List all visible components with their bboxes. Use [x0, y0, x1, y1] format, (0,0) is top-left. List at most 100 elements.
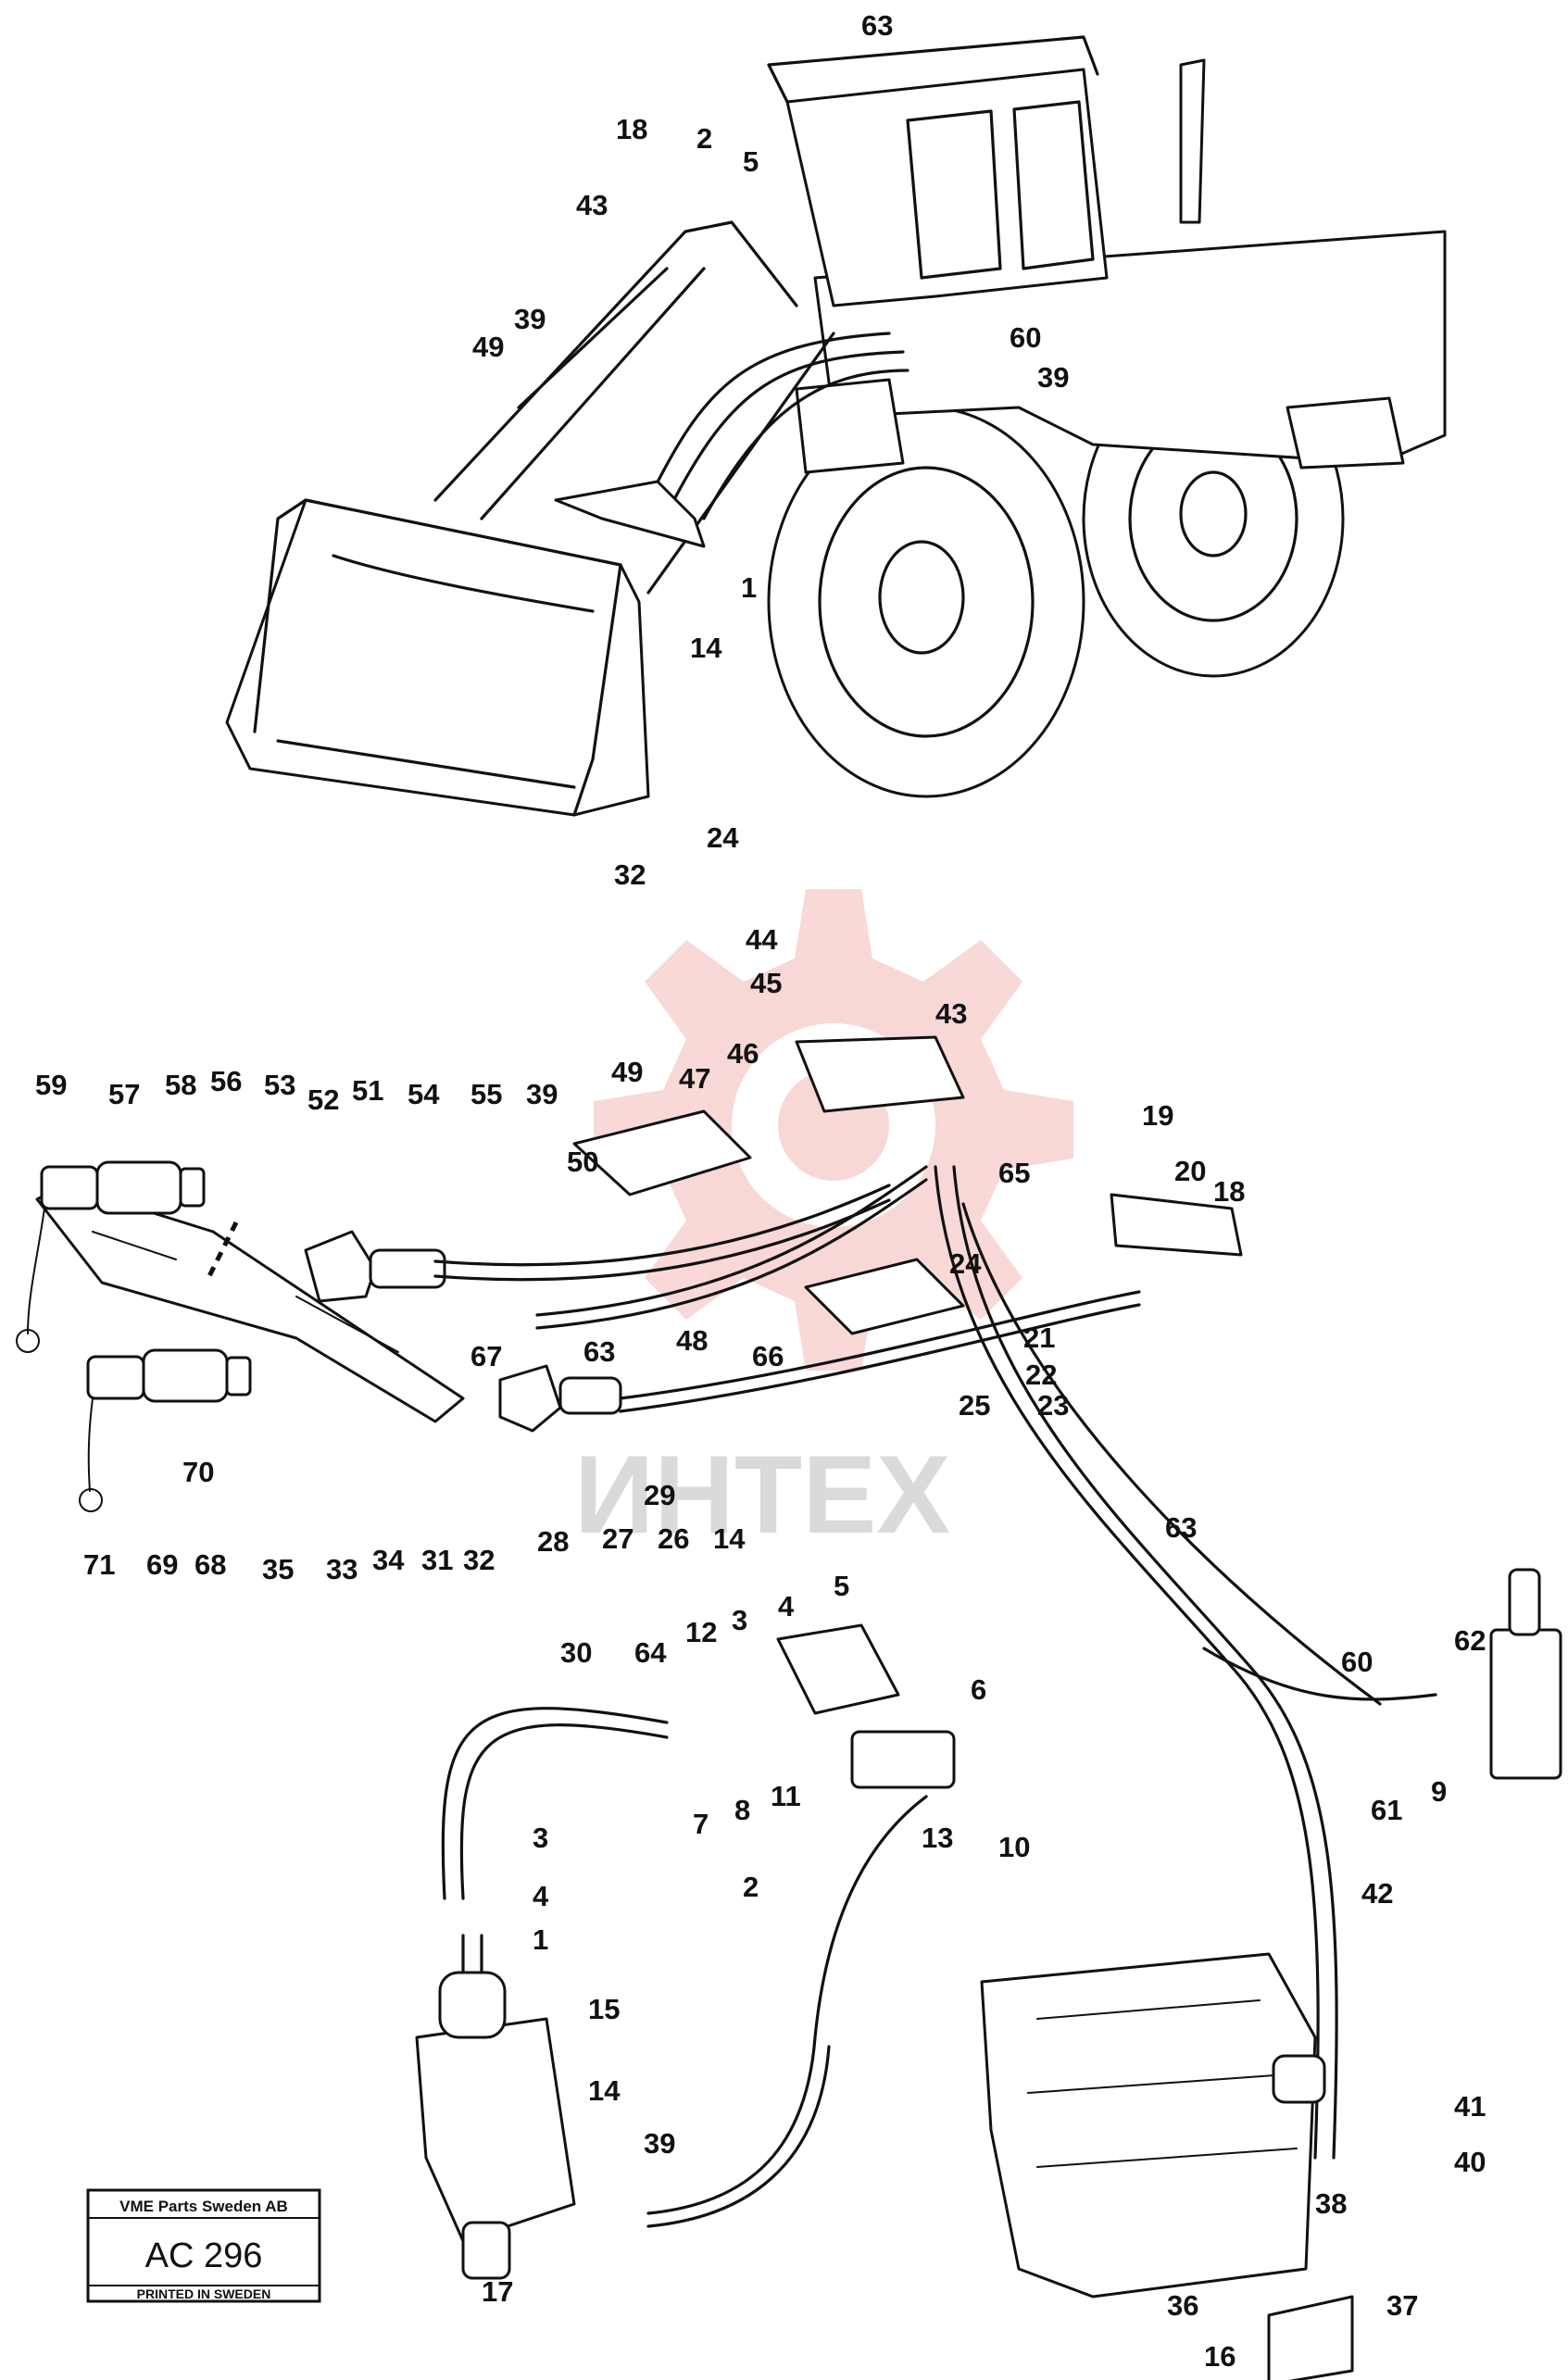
part-label: 15	[588, 1993, 620, 2025]
part-label: 20	[1174, 1155, 1206, 1187]
part-label: 39	[644, 2127, 675, 2160]
part-label: 24	[707, 821, 739, 854]
part-label: 4	[778, 1590, 795, 1622]
part-label: 43	[576, 189, 608, 221]
part-label: 65	[998, 1157, 1030, 1189]
part-label: 4	[533, 1880, 549, 1912]
part-label: 31	[421, 1544, 453, 1576]
part-label: 57	[108, 1078, 140, 1110]
title-block-code: AC 296	[145, 2236, 263, 2275]
part-label: 45	[750, 967, 782, 999]
block-36	[1267, 2295, 1354, 2380]
part-label: 67	[470, 1340, 502, 1372]
part-label: 21	[1023, 1322, 1055, 1354]
part-label: 69	[146, 1548, 178, 1581]
valve-block-5	[776, 1623, 956, 1789]
swivel-fitting	[304, 1230, 446, 1303]
part-label: 34	[372, 1544, 405, 1576]
plate-49	[572, 1109, 752, 1196]
part-label: 14	[690, 632, 722, 664]
part-label: 7	[693, 1808, 709, 1840]
part-label: 28	[537, 1525, 569, 1558]
valve-60	[1489, 1568, 1562, 1780]
part-label: 63	[1165, 1511, 1197, 1544]
part-label: 58	[165, 1069, 196, 1101]
hose-63-right	[961, 1202, 1437, 1706]
part-label: 18	[1213, 1175, 1245, 1208]
part-label: 39	[1037, 361, 1069, 394]
part-label: 12	[685, 1616, 717, 1648]
part-label: 51	[352, 1074, 383, 1107]
part-label: 63	[583, 1335, 615, 1368]
part-label: 68	[194, 1548, 226, 1581]
long-hose-39-vertical	[934, 1165, 1338, 2160]
part-labels: 63 18 2 5 43 39 49 60 39 1 14 24 32 44 4…	[35, 9, 1486, 2373]
part-label: 49	[611, 1056, 643, 1088]
part-label: 39	[514, 303, 546, 335]
part-label: 62	[1454, 1624, 1486, 1657]
part-label: 40	[1454, 2146, 1486, 2178]
part-label: 2	[696, 122, 712, 155]
part-label: 17	[482, 2275, 513, 2308]
part-label: 16	[1204, 2340, 1236, 2373]
part-label: 6	[971, 1673, 986, 1706]
part-label: 37	[1386, 2289, 1418, 2322]
hose-14-lower	[646, 1795, 928, 2228]
part-label: 3	[533, 1822, 548, 1854]
coupling-lower	[79, 1348, 252, 1512]
part-label: 66	[752, 1340, 784, 1372]
part-label: 71	[83, 1548, 115, 1581]
part-label: 1	[741, 571, 757, 604]
part-label: 70	[182, 1456, 214, 1488]
part-label: 44	[746, 923, 778, 956]
part-label: 59	[35, 1069, 67, 1101]
title-block-footer: PRINTED IN SWEDEN	[137, 2286, 271, 2301]
part-label: 18	[616, 113, 647, 145]
part-label: 9	[1431, 1775, 1447, 1808]
part-label: 13	[922, 1822, 953, 1854]
part-label: 14	[713, 1522, 746, 1555]
part-label: 32	[463, 1544, 495, 1576]
hose-63	[535, 1165, 928, 1330]
part-label: 60	[1010, 321, 1041, 354]
part-label: 54	[408, 1078, 440, 1110]
part-label: 22	[1025, 1359, 1057, 1391]
part-label: 27	[602, 1522, 633, 1555]
part-label: 14	[588, 2074, 621, 2107]
part-label: 52	[307, 1084, 339, 1116]
part-label: 33	[326, 1553, 358, 1585]
part-label: 35	[262, 1553, 294, 1585]
part-label: 10	[998, 1831, 1030, 1863]
part-label: 50	[567, 1146, 598, 1178]
part-label: 41	[1454, 2090, 1486, 2123]
hose-14	[498, 1290, 1141, 1433]
part-label: 8	[734, 1794, 750, 1826]
part-label: 42	[1361, 1877, 1393, 1910]
part-label: 49	[472, 331, 504, 363]
part-label: 26	[658, 1522, 689, 1555]
title-block-company: VME Parts Sweden AB	[119, 2198, 288, 2215]
part-label: 53	[264, 1069, 295, 1101]
part-label: 63	[861, 9, 893, 42]
part-label: 38	[1315, 2187, 1347, 2220]
plate-43	[795, 1035, 965, 1113]
part-label: 55	[470, 1078, 502, 1110]
hose-39	[433, 1184, 891, 1282]
watermark-text: ИНТЕХ	[574, 1433, 950, 1557]
plate-24	[804, 1258, 965, 1335]
part-label: 1	[533, 1923, 548, 1956]
coupling-upper	[16, 1160, 206, 1353]
main-valve	[980, 1952, 1326, 2299]
part-label: 3	[732, 1604, 747, 1636]
title-block: VME Parts Sweden AB AC 296 PRINTED IN SW…	[86, 2188, 321, 2303]
part-label: 61	[1371, 1794, 1402, 1826]
part-label: 2	[743, 1871, 759, 1903]
part-label: 39	[526, 1078, 558, 1110]
part-label: 47	[679, 1062, 710, 1095]
part-label: 48	[676, 1324, 708, 1357]
part-label: 32	[614, 858, 646, 891]
part-label: 56	[210, 1065, 242, 1097]
part-label: 30	[560, 1636, 592, 1669]
part-label: 19	[1142, 1099, 1173, 1132]
